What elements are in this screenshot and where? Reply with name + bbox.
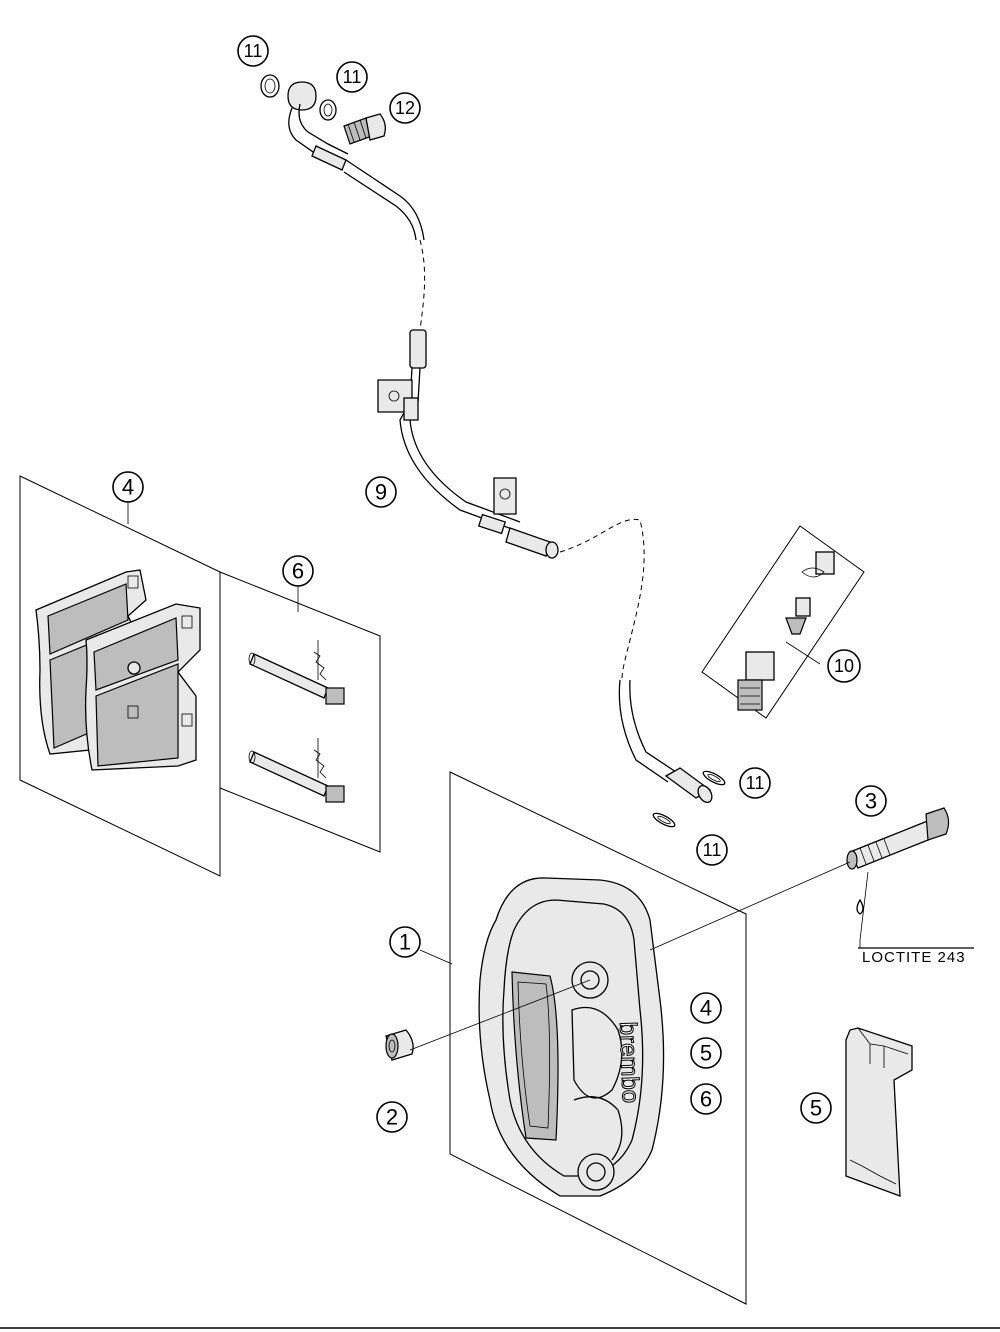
callout-10: 10	[827, 649, 861, 683]
retaining-pins-panel	[219, 571, 381, 853]
brake-line	[377, 239, 713, 804]
callout-3: 3	[855, 785, 887, 817]
brake-caliper: brembo	[449, 771, 747, 1305]
callout-6-pins: 6	[282, 555, 314, 587]
svg-text:11: 11	[703, 840, 722, 860]
svg-text:6: 6	[700, 1087, 712, 1112]
pin-lower	[248, 738, 345, 803]
banjo-bolt	[343, 113, 386, 145]
callout-11-lower-2: 11	[696, 834, 728, 866]
upper-banjo-assembly	[260, 74, 425, 241]
caliper-bolt	[846, 807, 950, 870]
callout-1: 1	[389, 926, 421, 958]
leader-lines	[127, 502, 851, 1051]
svg-text:1: 1	[399, 930, 411, 955]
callout-11-lower-1: 11	[739, 767, 771, 799]
retaining-pins	[219, 571, 381, 853]
callout-5-spring: 5	[800, 1092, 832, 1124]
spacer	[385, 1029, 414, 1061]
caliper-pad-window	[511, 971, 559, 1141]
svg-text:4: 4	[122, 475, 134, 500]
loctite-note: LOCTITE 243	[856, 871, 974, 966]
svg-text:3: 3	[865, 789, 877, 814]
callout-4-list: 4	[690, 992, 722, 1024]
bleeder-kit	[701, 525, 865, 719]
washer-upper-right	[319, 99, 337, 121]
caliper-brand-logo: brembo	[614, 1021, 644, 1103]
svg-text:4: 4	[700, 996, 712, 1021]
washer-upper-left	[260, 74, 280, 98]
svg-text:10: 10	[834, 656, 854, 676]
callout-6-list: 6	[690, 1083, 722, 1115]
callout-11-top-right: 11	[336, 61, 368, 93]
brake-pads	[19, 475, 221, 877]
svg-text:6: 6	[292, 559, 304, 584]
bleeder-kit-panel	[701, 525, 865, 719]
washer-lower-1	[702, 770, 726, 786]
callout-11-top-left: 11	[237, 35, 269, 67]
svg-text:11: 11	[244, 41, 263, 61]
callout-9: 9	[365, 476, 397, 508]
svg-text:2: 2	[386, 1105, 398, 1130]
pin-upper	[248, 640, 345, 705]
caliper-mount-hole-lower	[577, 1153, 615, 1191]
callout-4-pads: 4	[112, 471, 144, 503]
svg-text:11: 11	[746, 773, 765, 793]
svg-text:12: 12	[395, 98, 415, 118]
svg-text:5: 5	[810, 1096, 822, 1121]
washer-lower-2	[652, 812, 676, 828]
brake-hose-lower	[618, 679, 669, 783]
loctite-drop-icon	[856, 898, 864, 915]
loctite-label: LOCTITE 243	[862, 949, 966, 966]
svg-text:5: 5	[700, 1041, 712, 1066]
hose-upper-bend	[288, 107, 341, 165]
svg-text:9: 9	[375, 480, 387, 505]
brake-hose-upper	[345, 159, 425, 241]
pad-spring	[845, 1027, 913, 1197]
callout-2: 2	[376, 1101, 408, 1133]
callout-5-list: 5	[690, 1037, 722, 1069]
svg-text:11: 11	[343, 67, 362, 87]
banjo-fitting-upper	[287, 81, 317, 111]
line-sleeve-top	[409, 329, 427, 369]
callout-12: 12	[389, 92, 421, 124]
bracket-right	[493, 477, 517, 515]
